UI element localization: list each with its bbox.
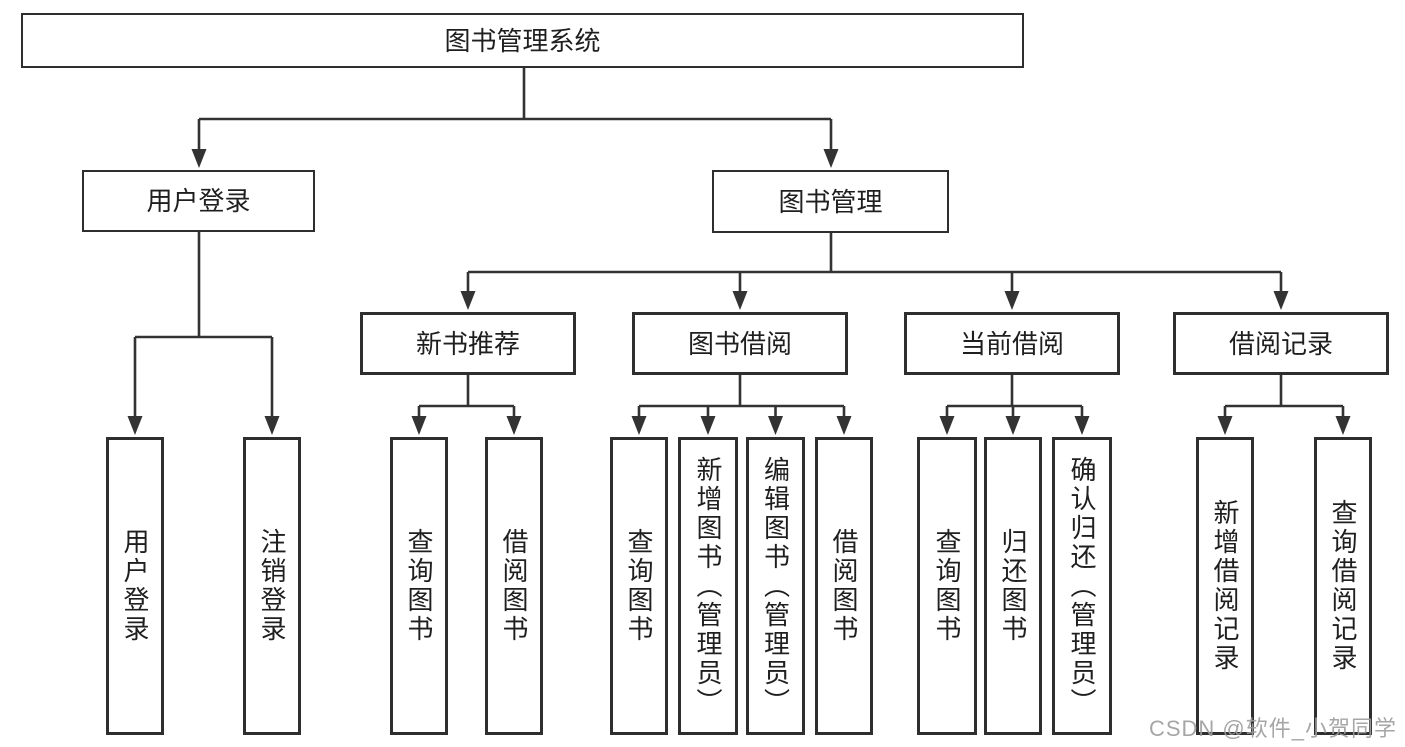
- node-book-management: 图书管理: [712, 170, 949, 233]
- node-label: 用户登录: [146, 186, 251, 216]
- leaf-logout: 注销登录: [243, 437, 301, 735]
- connector-book-borrowing: [637, 375, 846, 419]
- leaf-add-borrow-record: 新增借阅记录: [1196, 437, 1254, 735]
- leaf-user-login: 用户登录: [106, 437, 164, 735]
- node-label: 当前借阅: [959, 328, 1064, 359]
- connector-book-management: [466, 233, 1283, 294]
- leaf-label: 查询图书: [932, 528, 962, 644]
- leaf-confirm-return-admin: 确认归还（管理员）: [1052, 437, 1112, 735]
- leaf-add-book-admin: 新增图书（管理员）: [678, 437, 738, 735]
- node-new-book-recommend: 新书推荐: [360, 312, 576, 375]
- node-borrowing-records: 借阅记录: [1173, 312, 1389, 375]
- leaf-query-books-3: 查询图书: [917, 437, 977, 735]
- leaf-query-borrow-record: 查询借阅记录: [1314, 437, 1372, 735]
- leaf-label: 编辑图书（管理员）: [760, 455, 791, 717]
- leaf-borrow-books-2: 借阅图书: [815, 437, 873, 735]
- connector-new-book: [417, 375, 516, 419]
- leaf-label: 确认归还（管理员）: [1067, 455, 1097, 717]
- arrowheads: [127, 149, 1351, 435]
- leaf-label: 用户登录: [120, 528, 150, 644]
- node-label: 图书管理系统: [444, 25, 601, 56]
- node-user-login: 用户登录: [82, 170, 315, 232]
- leaf-label: 借阅图书: [829, 528, 859, 644]
- node-book-borrowing: 图书借阅: [632, 312, 848, 375]
- leaf-return-books: 归还图书: [984, 437, 1042, 735]
- node-label: 借阅记录: [1228, 328, 1333, 359]
- leaf-label: 借阅图书: [499, 528, 529, 644]
- leaf-label: 新增借阅记录: [1210, 499, 1240, 673]
- node-label: 图书借阅: [687, 328, 792, 359]
- node-library-system: 图书管理系统: [21, 13, 1024, 68]
- leaf-edit-book-admin: 编辑图书（管理员）: [746, 437, 805, 735]
- leaf-query-books-2: 查询图书: [610, 437, 668, 735]
- leaf-label: 注销登录: [257, 528, 287, 644]
- connector-current-borrowing: [945, 375, 1084, 419]
- leaf-label: 归还图书: [998, 528, 1028, 644]
- leaf-query-books-1: 查询图书: [390, 437, 448, 735]
- leaf-borrow-books-1: 借阅图书: [485, 437, 543, 735]
- node-current-borrowing: 当前借阅: [904, 312, 1120, 375]
- leaf-label: 查询借阅记录: [1328, 499, 1358, 673]
- connector-user-login: [133, 232, 274, 419]
- leaf-label: 新增图书（管理员）: [693, 455, 723, 717]
- connector-borrowing-records: [1223, 375, 1345, 419]
- leaf-label: 查询图书: [624, 528, 654, 644]
- node-label: 图书管理: [778, 186, 883, 217]
- watermark: CSDN @软件_小贺同学: [1148, 716, 1397, 741]
- node-label: 新书推荐: [415, 328, 520, 359]
- leaf-label: 查询图书: [404, 528, 434, 644]
- connector-root: [197, 68, 833, 152]
